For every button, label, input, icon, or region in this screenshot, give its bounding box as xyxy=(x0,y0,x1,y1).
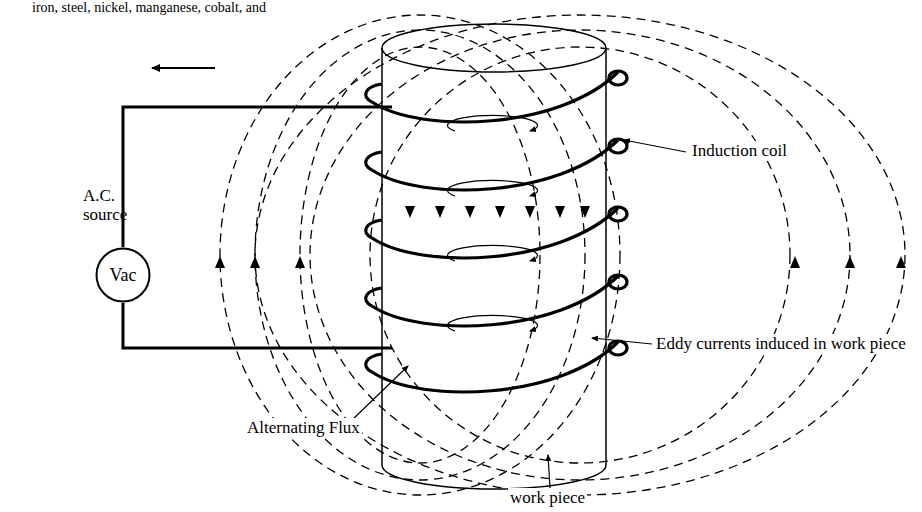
coil-turn-end xyxy=(366,288,382,306)
flux-arrow xyxy=(495,206,505,218)
flux-arrow xyxy=(525,206,535,218)
ac-source-circle: A.C. sourceVac xyxy=(95,247,151,303)
coil-turn xyxy=(372,72,618,122)
flux-arrow xyxy=(295,256,305,268)
flux-arrow xyxy=(896,256,906,268)
callout-label: iron, steel, nickel, manganese, cobalt, … xyxy=(30,0,268,16)
coil-turn-end xyxy=(609,275,627,289)
coil-turn xyxy=(372,276,618,326)
source-circle xyxy=(97,249,150,302)
coil-turn-end xyxy=(609,139,627,153)
leader-lines xyxy=(352,140,686,488)
flux-arrow xyxy=(555,206,565,218)
coil-turn-end xyxy=(609,207,627,221)
flux-line xyxy=(310,30,850,480)
coil-turn-end xyxy=(366,152,382,170)
coil-turn-end xyxy=(609,71,627,85)
flux-arrow xyxy=(435,206,445,218)
callout-label: Alternating Flux xyxy=(245,418,362,438)
flux-arrow xyxy=(845,256,855,268)
coil-turn xyxy=(372,208,618,258)
eddy-currents xyxy=(447,115,537,331)
callout-label: work piece xyxy=(508,488,587,508)
coil-turn-end xyxy=(366,84,382,102)
current-direction-arrow xyxy=(152,67,215,69)
coil-turn xyxy=(372,342,618,392)
supply-wires xyxy=(123,107,392,348)
callout-label: Induction coil xyxy=(690,141,789,161)
flux-arrow xyxy=(405,206,415,218)
callout-label: Eddy currents induced in work piece xyxy=(654,334,908,354)
coil-turn xyxy=(372,140,618,190)
coil-turn-end xyxy=(366,354,382,372)
coil-turn-end xyxy=(366,220,382,238)
flux-arrow xyxy=(250,256,260,268)
source-symbol: Vac xyxy=(110,265,137,286)
flux-lines xyxy=(215,15,906,495)
flux-arrow xyxy=(580,206,590,218)
flux-arrow xyxy=(465,206,475,218)
flux-line xyxy=(370,47,790,463)
source-heading: A.C. source xyxy=(83,186,143,225)
flux-line xyxy=(220,15,620,495)
flux-arrow xyxy=(790,256,800,268)
coil-turn-end xyxy=(609,341,627,355)
flux-arrow xyxy=(215,256,225,268)
induction-coil xyxy=(366,71,627,392)
